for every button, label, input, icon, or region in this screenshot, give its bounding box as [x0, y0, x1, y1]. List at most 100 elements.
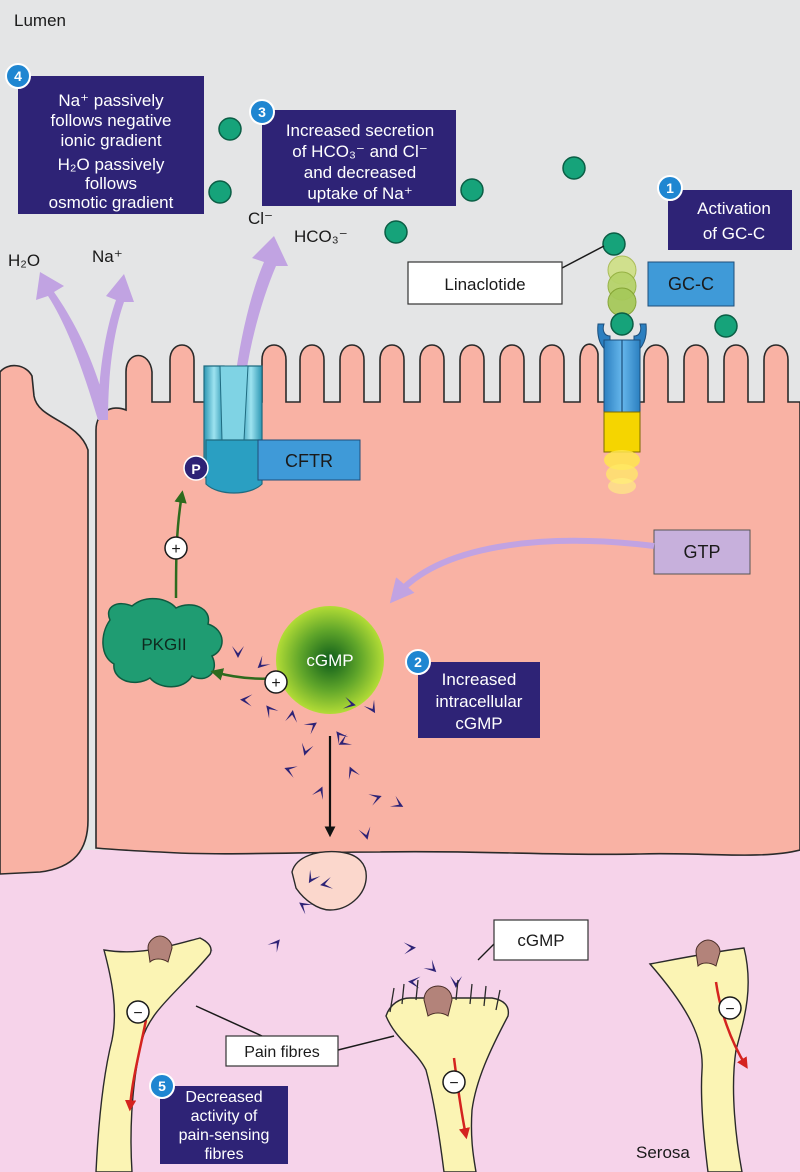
pkgii-protein	[102, 597, 223, 688]
gcc-receptor	[597, 232, 647, 494]
na-label: Na⁺	[92, 247, 123, 266]
plus-text-pkgii: +	[171, 541, 180, 558]
plus-text-cgmp: +	[271, 675, 280, 692]
gcc-label: GC-C	[668, 274, 714, 294]
cgmp-chevron	[320, 876, 334, 889]
cgmp-chevron	[308, 869, 321, 884]
molecule	[714, 314, 738, 338]
cgmp-chevron	[450, 975, 463, 988]
hco3-label: HCO₃⁻	[294, 227, 348, 246]
cgmp-chevron	[336, 731, 349, 745]
cgmp-box-leader	[477, 943, 495, 961]
step1-badge	[657, 175, 683, 201]
cftr-label: CFTR	[285, 451, 333, 471]
cgmp-chevron	[348, 766, 360, 780]
pain-fibres-box	[225, 1035, 339, 1067]
cgmp-chevron	[403, 942, 416, 955]
molecule	[562, 156, 586, 180]
cgmp-chevron	[285, 710, 298, 723]
minus-sign-right	[718, 996, 742, 1020]
gtp-label: GTP	[683, 542, 720, 562]
step2-callout: Increased intracellular cGMP 2	[405, 649, 540, 738]
plus-sign-pkgii	[164, 536, 188, 560]
pain-fibre-right: −	[648, 939, 749, 1172]
cgmp-chevron	[423, 959, 437, 973]
step2-box	[418, 662, 540, 738]
step5-line1: Decreased	[185, 1089, 262, 1106]
step5-box	[160, 1086, 288, 1164]
step4-line6: osmotic gradient	[49, 193, 174, 212]
step3-line4: uptake of Na⁺	[307, 184, 412, 203]
step4-line1: Na⁺ passively	[58, 91, 164, 110]
step5-line4: fibres	[204, 1146, 243, 1163]
linaclotide-label: Linaclotide	[444, 275, 525, 294]
cgmp-chevron	[303, 722, 317, 735]
basolateral-transporter	[291, 850, 367, 911]
cgmp-center-label: cGMP	[306, 651, 353, 670]
pain-fibres-label: Pain fibres	[244, 1044, 320, 1061]
step2-line2: intracellular	[436, 692, 523, 711]
minus-sign-middle	[442, 1070, 466, 1094]
cgmp-chevron	[338, 733, 353, 745]
cgmp-chevron	[240, 694, 253, 707]
step3-badge	[249, 99, 275, 125]
cgmp-chevron	[299, 902, 313, 915]
molecule	[208, 180, 232, 204]
phosphate-label: P	[191, 461, 200, 477]
pain-fibre-left: −	[95, 935, 212, 1172]
pain-fibre-middle: −	[385, 979, 510, 1172]
step3-number: 3	[258, 104, 266, 120]
step2-line3: cGMP	[455, 714, 502, 733]
cgmp-sphere	[276, 606, 384, 714]
step3-line1: Increased secretion	[286, 121, 434, 140]
cgmp-chevron	[368, 794, 382, 806]
step5-callout: Decreased activity of pain-sensing fibre…	[149, 1073, 288, 1164]
cftr-efflux-arrow	[236, 236, 288, 374]
step4-badge	[5, 63, 31, 89]
pain-fibres-leader-left	[195, 1005, 263, 1037]
step3-line3: and decreased	[304, 163, 416, 182]
cftr-channel	[203, 365, 263, 494]
step4-box	[18, 76, 204, 214]
cgmp-chevron	[342, 696, 356, 709]
cgmp-box	[493, 919, 589, 961]
serosa-label: Serosa	[636, 1143, 690, 1162]
step4-callout: Na⁺ passively follows negative ionic gra…	[5, 63, 204, 214]
main-epithelial-cell	[95, 343, 800, 856]
minus-text-left: −	[133, 1005, 142, 1022]
cgmp-box-label: cGMP	[517, 931, 564, 950]
step1-line2: of GC-C	[703, 224, 765, 243]
step3-line2: of HCO₃⁻ and Cl⁻	[292, 142, 427, 161]
h2o-efflux-arrow	[36, 272, 108, 420]
linaclotide-box	[407, 261, 563, 305]
step5-number: 5	[158, 1078, 166, 1094]
step1-line1: Activation	[697, 199, 771, 218]
minus-text-right: −	[725, 1001, 734, 1018]
cgmp-chevron	[301, 742, 314, 756]
molecule	[218, 117, 242, 141]
cgmp-chevron	[389, 795, 404, 807]
cl-label: Cl⁻	[248, 209, 273, 228]
step2-number: 2	[414, 654, 422, 670]
molecule	[460, 178, 484, 202]
gtp-box	[653, 529, 751, 575]
cgmp-chevron	[312, 786, 324, 800]
na-efflux-arrow	[98, 274, 134, 420]
step4-number: 4	[14, 68, 22, 84]
step4-line5: follows	[85, 174, 137, 193]
efflux-arrows-h2o-na	[36, 272, 134, 420]
minus-sign-left	[126, 1000, 150, 1024]
step3-callout: Increased secretion of HCO₃⁻ and Cl⁻ and…	[249, 99, 456, 206]
h2o-label: H₂O	[8, 251, 40, 270]
cgmp-chevron	[266, 705, 279, 719]
step2-badge	[405, 649, 431, 675]
left-epithelial-cell	[0, 364, 89, 875]
cgmp-chevron	[267, 939, 280, 953]
molecule	[384, 220, 408, 244]
step4-line4: H₂O passively	[58, 155, 165, 174]
cgmp-chevron	[257, 655, 271, 669]
lumen-molecules	[208, 117, 738, 338]
minus-text-middle: −	[449, 1075, 458, 1092]
cgmp-chevron	[232, 646, 244, 658]
